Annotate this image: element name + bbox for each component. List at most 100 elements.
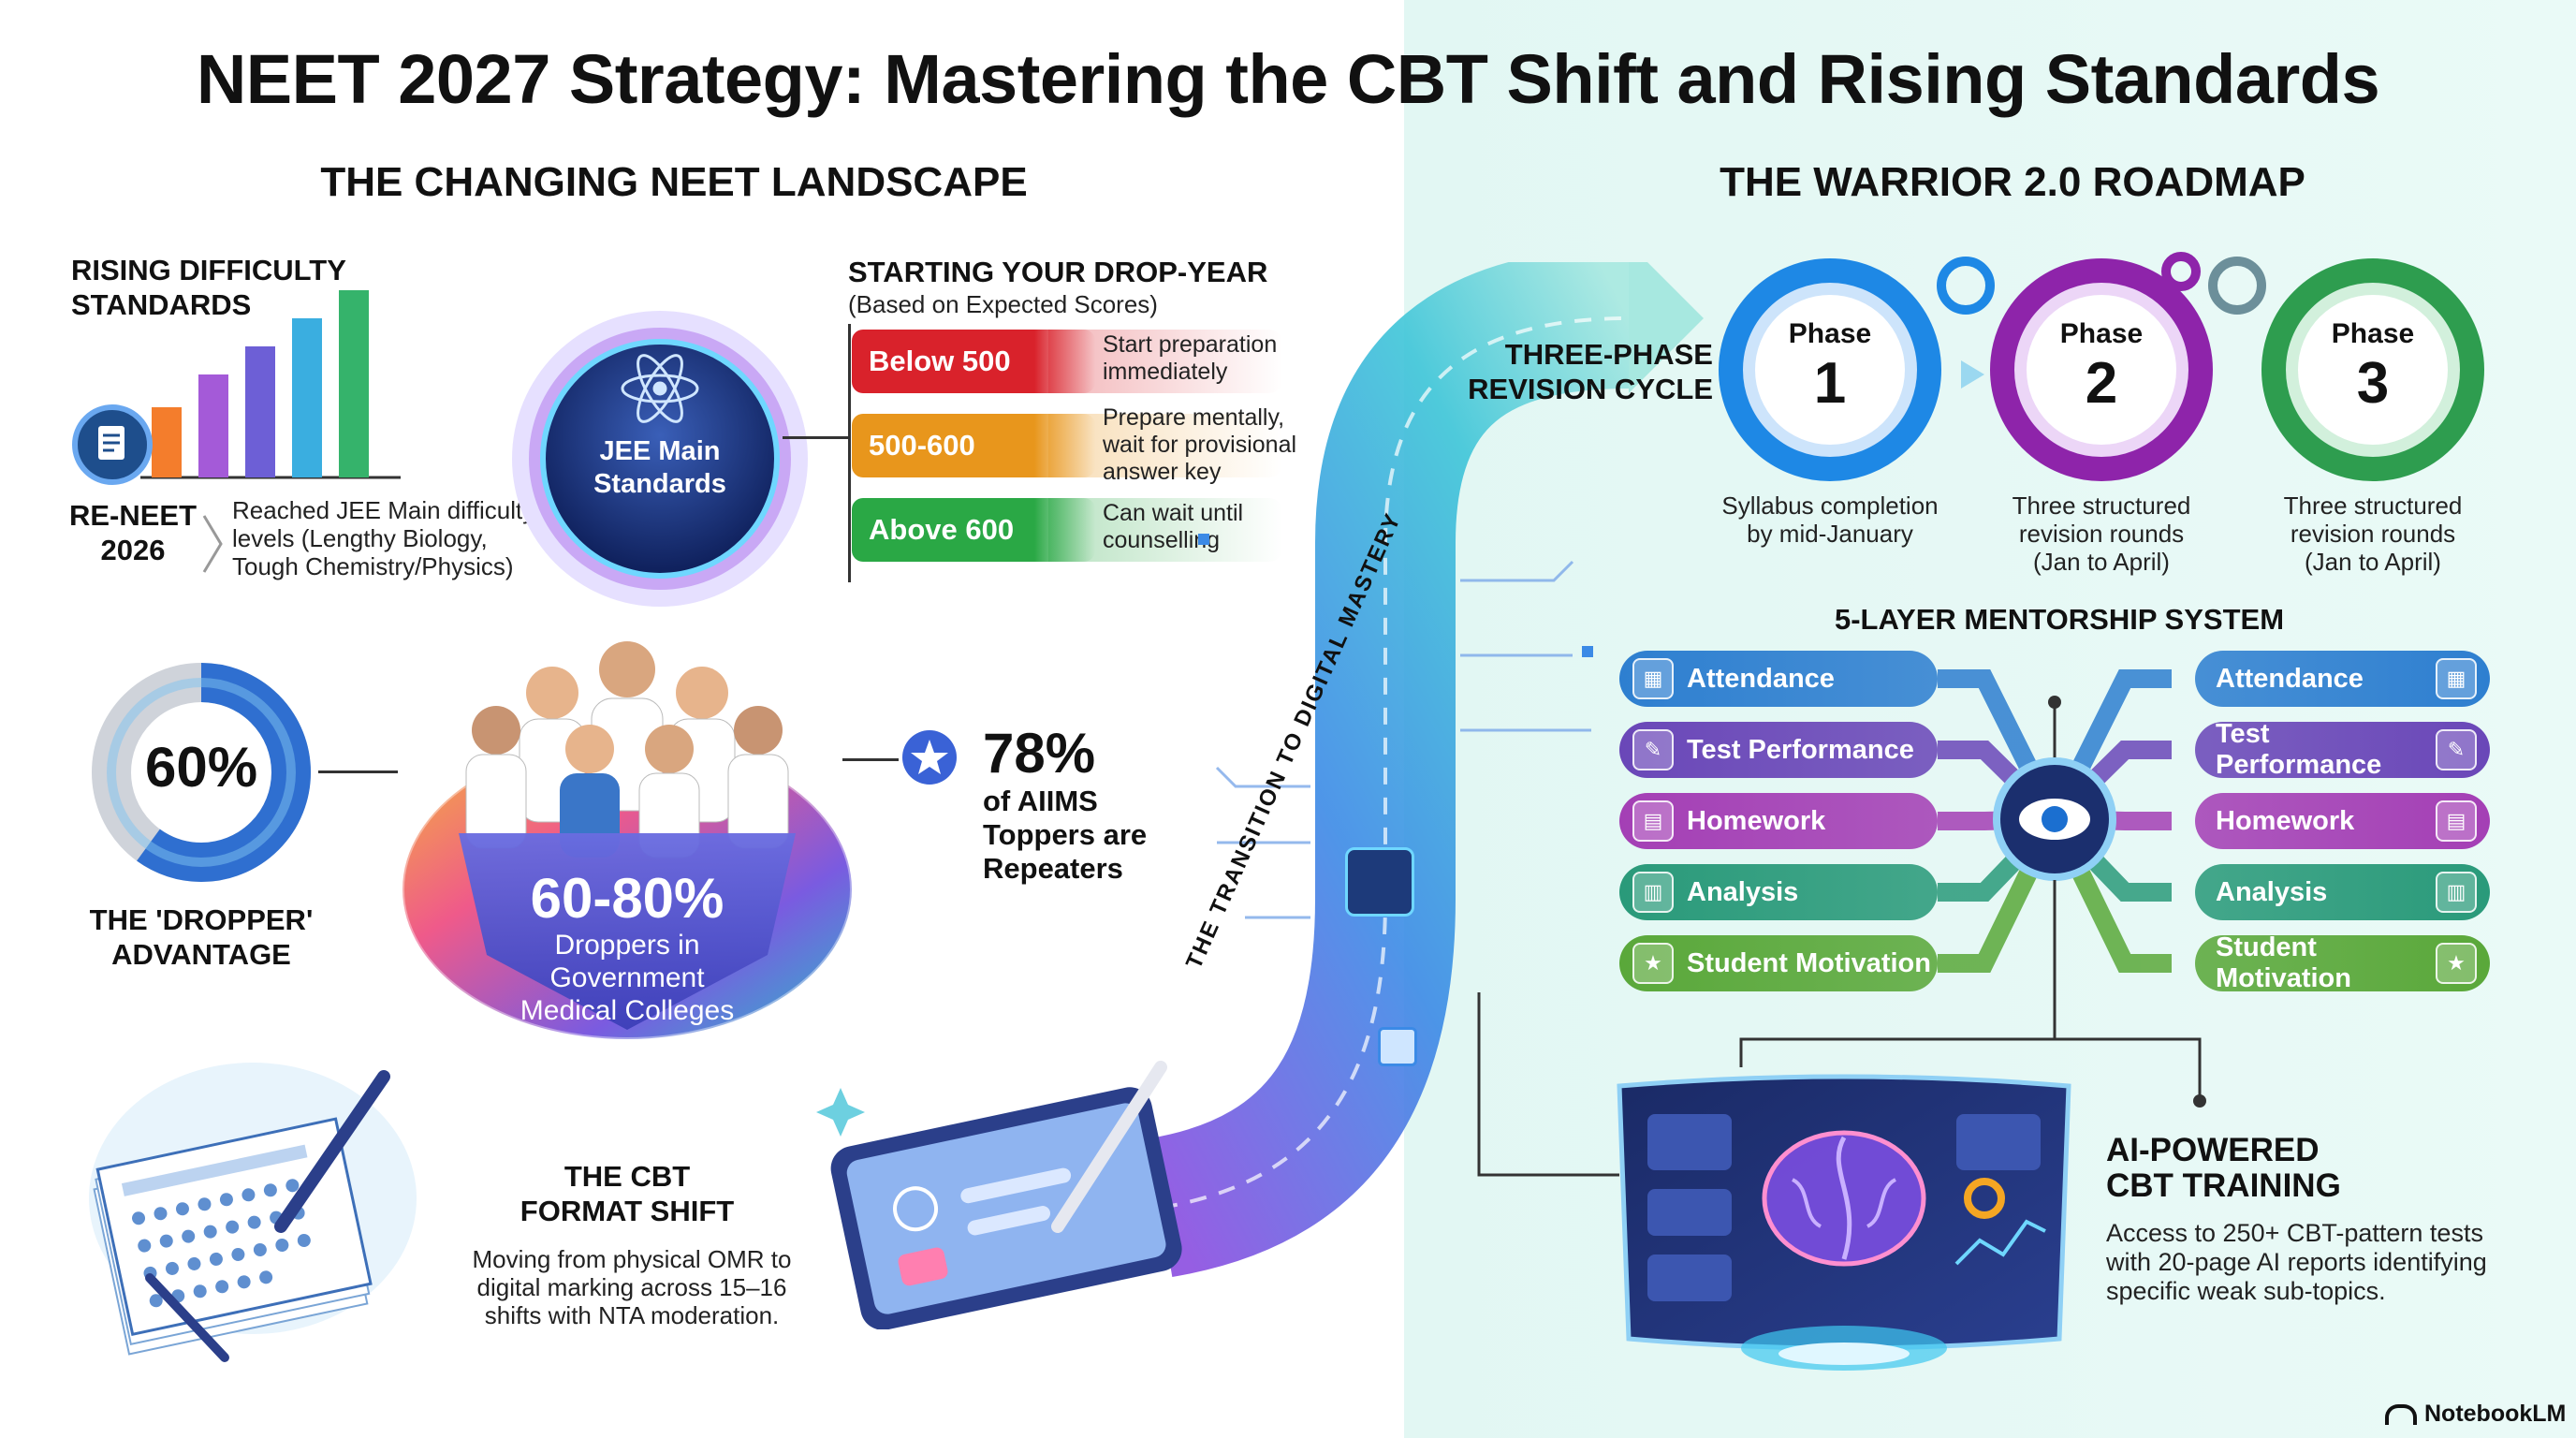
phase-2-label: Phase 2 (2027, 318, 2176, 417)
bar-5 (339, 290, 369, 477)
drop-year-pill-1: Below 500 (852, 330, 1095, 393)
dropper-connector (318, 770, 398, 773)
left-section-heading: THE CHANGING NEET LANDSCAPE (320, 159, 1028, 205)
mentor-right-label-2: Test Performance (2216, 719, 2382, 780)
mentor-right-4: Analysis ▥ (2195, 864, 2490, 920)
rising-line2: STANDARDS (71, 288, 252, 321)
chip-icon (1345, 847, 1414, 917)
jee-connector (783, 436, 850, 439)
bar-chart-icon: ▥ (2436, 872, 2477, 913)
phase-1-desc2: by mid-January (1747, 520, 1913, 548)
cycle-line1: THREE-PHASE (1504, 338, 1713, 371)
reneet-line1: RE-NEET (68, 499, 198, 532)
colleges-line1: Droppers in (554, 930, 700, 961)
phase-1-desc: Syllabus completion by mid-January (1699, 492, 1961, 548)
drop-year-pill-3: Above 600 (852, 498, 1095, 562)
mentor-left-2: ✎Test Performance (1619, 722, 1938, 778)
colleges-value: 60-80% (530, 867, 724, 930)
aiims-desc: of AIIMS Toppers are Repeaters (983, 785, 1147, 886)
mentor-left-label-4: Analysis (1687, 876, 1799, 907)
mentor-right-label-5: Student Motivation (2216, 932, 2351, 993)
circuit-traces (1215, 560, 1591, 919)
colleges-shield (459, 833, 796, 1030)
mentor-left-label-5: Student Motivation (1687, 947, 1931, 978)
ai-training-title: AI-POWERED CBT TRAINING (2106, 1133, 2341, 1204)
clipboard-icon: ✎ (2436, 729, 2477, 770)
tablet-illustration (816, 1061, 1182, 1329)
pen-icon (274, 1070, 390, 1233)
mentorship-connectors (1938, 669, 2172, 1002)
clipboard-icon: ✎ (1632, 729, 1674, 770)
omr-sheet-illustration (89, 1063, 417, 1362)
phase-1-number: 1 (1813, 351, 1847, 416)
drop-year-pill-2: 500-600 (852, 414, 1095, 477)
colleges-desc: Droppers in Government Medical Colleges (440, 929, 814, 1027)
mentor-left-4: ▥ Analysis (1619, 864, 1938, 920)
phase-3-ring (2261, 258, 2484, 481)
phase-1-ring (1719, 258, 1941, 481)
aiims-line2: Toppers are (983, 818, 1148, 851)
revision-cycle-label: THREE-PHASE REVISION CYCLE (1432, 337, 1713, 406)
trophy-icon: ★ (1632, 943, 1674, 984)
cbt-line2: FORMAT SHIFT (520, 1195, 735, 1227)
sparkle-icon (816, 1088, 865, 1137)
phase-2-desc3: (Jan to April) (2033, 548, 2170, 576)
phase-1-desc1: Syllabus completion (1721, 492, 1939, 520)
aiims-value: 78% (983, 722, 1096, 785)
arrow-right-icon (1961, 360, 1984, 389)
stylus-icon (1051, 1061, 1167, 1233)
cbt-shift-desc: Moving from physical OMR to digital mark… (449, 1245, 814, 1329)
jee-line2: Standards (593, 469, 726, 499)
dropper-donut-chart (92, 663, 311, 882)
calendar-icon: ▦ (2436, 658, 2477, 699)
mentor-right-5: Student Motivation★ (2195, 932, 2490, 993)
bar-1 (152, 407, 182, 477)
mentor-left-label-3: Homework (1687, 805, 1826, 836)
notebooklm-logo-icon (2385, 1403, 2417, 1425)
path-arrowhead (1629, 262, 1704, 393)
phase-2-number: 2 (2085, 351, 2118, 416)
cbt-desc1: Moving from physical OMR to (472, 1245, 792, 1273)
reneet-line2: 2026 (100, 534, 166, 566)
cbt-shift-title: THE CBT FORMAT SHIFT (449, 1159, 805, 1228)
aiims-connector (842, 758, 899, 761)
right-section-heading: THE WARRIOR 2.0 ROADMAP (1720, 159, 2305, 205)
drop-year-text-1-text-line2: immediately (1103, 359, 1228, 385)
mentor-right-2: Test Performance ✎ (2195, 719, 2490, 780)
drop-year-title: STARTING YOUR DROP-YEAR (848, 256, 1268, 288)
reneet-description: Reached JEE Main difficulty levels (Leng… (232, 496, 534, 580)
bar-4 (292, 318, 322, 477)
bar-3 (245, 346, 275, 477)
mentor-left-5: ★ Student Motivation (1619, 935, 1938, 991)
page-title: NEET 2027 Strategy: Mastering the CBT Sh… (196, 40, 2380, 118)
mentor-right-label-3: Homework (2216, 805, 2355, 836)
ai-training-desc: Access to 250+ CBT-pattern tests with 20… (2106, 1219, 2487, 1306)
dropper-percent: 60% (144, 736, 258, 799)
atom-icon (621, 354, 699, 423)
rising-line1: RISING DIFFICULTY (71, 254, 346, 286)
phase-3-title: Phase (2331, 318, 2415, 349)
drop-year-subtitle: (Based on Expected Scores) (848, 290, 1158, 318)
ai-desc3: specific weak sub-topics. (2106, 1277, 2386, 1305)
phase-2-title: Phase (2059, 318, 2144, 349)
jee-main-badge (512, 311, 808, 607)
phase-2-desc1: Three structured (2012, 492, 2191, 520)
reneet-desc1: Reached JEE Main difficulty (232, 496, 535, 524)
bar-chart-icon: ▥ (1632, 872, 1674, 913)
reneet-label: RE-NEET 2026 (67, 498, 198, 567)
phase-3-number: 3 (2356, 351, 2390, 416)
jee-line1: JEE Main (599, 436, 721, 466)
ai-desc1: Access to 250+ CBT-pattern tests (2106, 1219, 2483, 1247)
pencil-icon (145, 1273, 229, 1362)
drop-year-text-1-text-line1: Start preparation (1103, 331, 1278, 358)
mentor-right-3: Homework▤ (2195, 793, 2490, 849)
drop-year-text-2-text-line3: answer key (1103, 459, 1222, 485)
phase-2-desc: Three structured revision rounds (Jan to… (1970, 492, 2232, 576)
brain-icon (1762, 1130, 1926, 1267)
ai-connectors (1477, 992, 2206, 1177)
reneet-desc3: Tough Chemistry/Physics) (232, 552, 514, 580)
mentor-right-label-4: Analysis (2216, 876, 2328, 907)
mentor-left-label-1: Attendance (1687, 663, 1835, 694)
cbt-desc2: digital marking across 15–16 (476, 1273, 787, 1301)
